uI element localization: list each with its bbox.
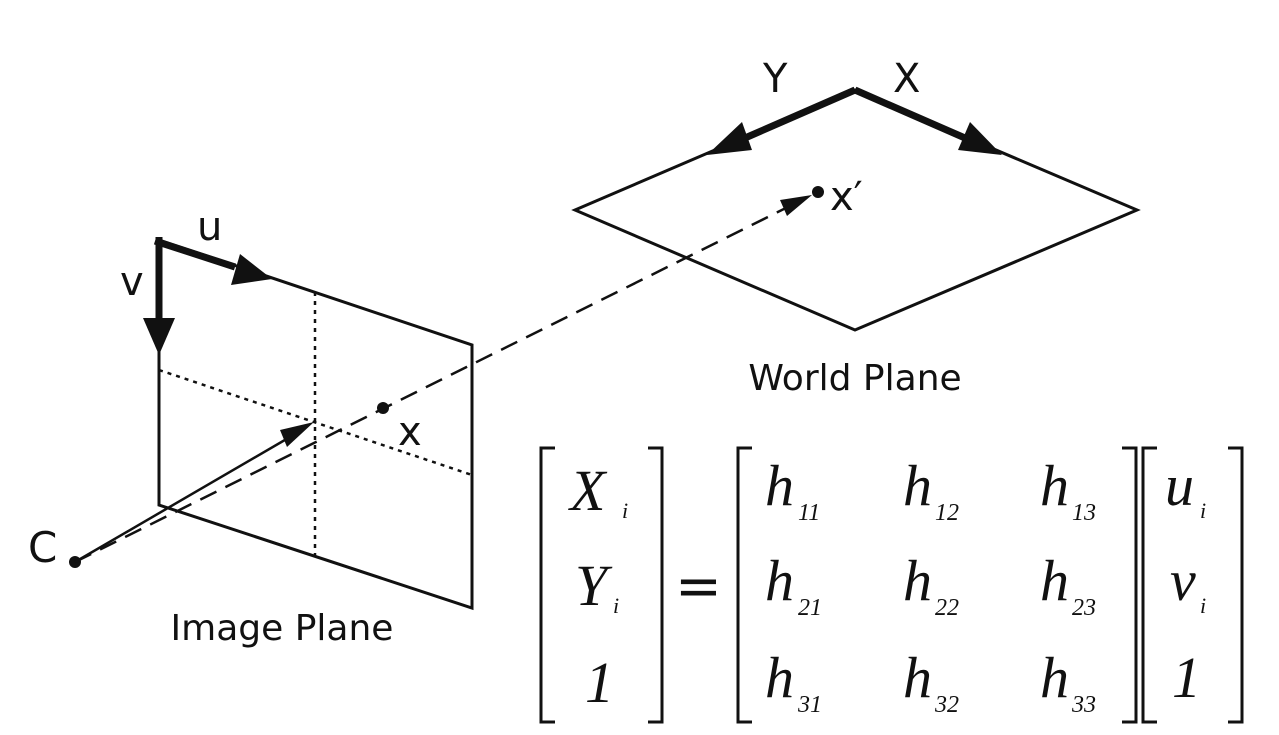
lhs-entry-0: X: [568, 458, 608, 523]
image-u-label: u: [197, 204, 222, 250]
projection-ray-dashed: [74, 201, 797, 564]
matrix-h21: h: [765, 548, 794, 613]
image-plane-horizontal-center: [158, 368, 473, 477]
matrix-h32: h: [903, 645, 932, 710]
lhs-entry-0-sub: i: [622, 498, 628, 523]
image-u-axis-arrow: [153, 237, 237, 271]
matrix-h32-sub: 32: [934, 692, 959, 718]
rhs-entry-0-sub: i: [1200, 498, 1206, 523]
rhs-entry-0: u: [1165, 453, 1194, 518]
rhs-bracket-right: [1228, 446, 1244, 724]
rhs-bracket-left: [1141, 446, 1157, 724]
matrix-h11: h: [765, 453, 794, 518]
image-plane-label: Image Plane: [171, 608, 394, 649]
point-x-prime-label: x′: [830, 174, 863, 220]
world-y-axis-arrow: [743, 86, 857, 142]
homography-equation: X i Y i 1 = h 11 h 12 h 13 h 21 h 22 h 2…: [539, 446, 1244, 724]
principal-ray-arrowhead: [280, 422, 314, 447]
lhs-entry-1: Y: [575, 553, 613, 618]
image-v-label: v: [120, 259, 144, 305]
matrix-h22-sub: 22: [935, 595, 959, 621]
world-x-label: X: [893, 56, 920, 102]
equals-sign: =: [675, 554, 722, 619]
matrix-h12-sub: 12: [935, 500, 959, 526]
matrix-h13: h: [1040, 453, 1069, 518]
point-x-dot: [377, 402, 389, 414]
lhs-bracket-left: [539, 446, 555, 724]
matrix-bracket-right: [1122, 446, 1138, 724]
world-x-arrowhead: [958, 122, 1002, 155]
lhs-entry-1-sub: i: [613, 593, 619, 618]
matrix-bracket-left: [736, 446, 752, 724]
rhs-entry-1-sub: i: [1200, 593, 1206, 618]
lhs-bracket-right: [648, 446, 664, 724]
principal-ray: [74, 435, 291, 564]
matrix-h12: h: [903, 453, 932, 518]
lhs-entry-2: 1: [585, 650, 614, 715]
matrix-h22: h: [903, 548, 932, 613]
point-x-label: x: [398, 409, 422, 455]
world-x-axis-arrow: [853, 86, 967, 142]
matrix-h31-sub: 31: [797, 692, 822, 718]
world-plane-label: World Plane: [748, 358, 961, 399]
rhs-entry-2: 1: [1172, 645, 1201, 710]
image-v-arrowhead: [143, 318, 175, 355]
world-y-label: Y: [762, 56, 788, 102]
world-plane-shape: [571, 88, 1141, 332]
matrix-h11-sub: 11: [798, 500, 820, 526]
world-y-arrowhead: [707, 122, 752, 155]
image-u-arrowhead: [231, 254, 272, 285]
matrix-h31: h: [765, 645, 794, 710]
camera-center-label: C: [28, 523, 57, 572]
matrix-h23-sub: 23: [1072, 595, 1096, 621]
matrix-h33-sub: 33: [1071, 692, 1096, 718]
matrix-h13-sub: 13: [1072, 500, 1096, 526]
point-x-prime-dot: [812, 186, 824, 198]
matrix-h33: h: [1040, 645, 1069, 710]
matrix-h23: h: [1040, 548, 1069, 613]
matrix-h21-sub: 21: [798, 595, 822, 621]
image-plane-shape: [157, 237, 474, 611]
rhs-entry-1: v: [1170, 548, 1196, 613]
projection-ray-arrowhead: [780, 195, 812, 216]
